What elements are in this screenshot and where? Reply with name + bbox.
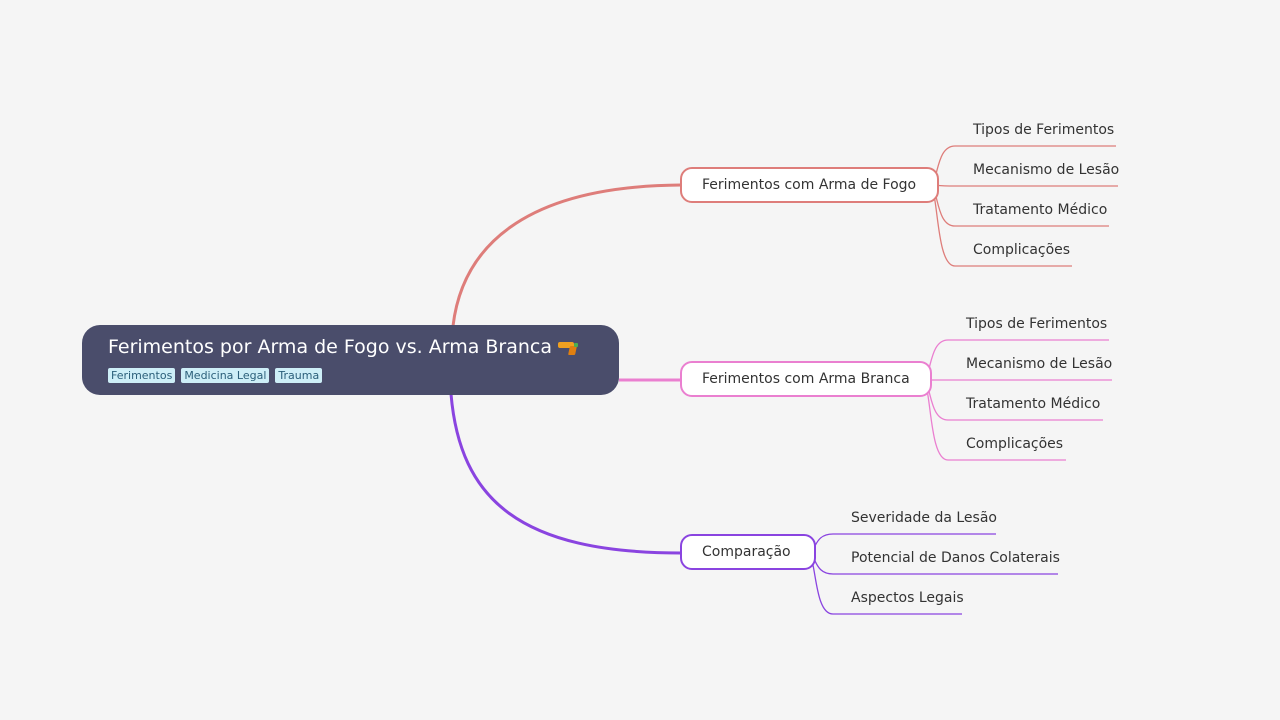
root-title-row: Ferimentos por Arma de Fogo vs. Arma Bra… [108, 334, 619, 360]
leaf-branca-complicacoes[interactable]: Complicações [966, 436, 1064, 452]
branch-comparacao[interactable]: Comparação [680, 534, 816, 570]
tag-medicina-legal[interactable]: Medicina Legal [181, 368, 270, 383]
leaf-fogo-tratamento[interactable]: Tratamento Médico [973, 202, 1108, 218]
leaf-fogo-tipos[interactable]: Tipos de Ferimentos [973, 122, 1115, 138]
leaf-comparacao-legais[interactable]: Aspectos Legais [851, 590, 964, 606]
main-connector-0 [451, 183, 682, 327]
branch-arma-branca[interactable]: Ferimentos com Arma Branca [680, 361, 932, 397]
main-connector-2 [449, 393, 682, 555]
sub-connector-0-1 [928, 184, 1118, 187]
water-pistol-icon [558, 339, 582, 355]
root-tags: Ferimentos Medicina Legal Trauma [108, 368, 619, 383]
root-title: Ferimentos por Arma de Fogo vs. Arma Bra… [108, 336, 553, 358]
leaf-fogo-complicacoes[interactable]: Complicações [973, 242, 1071, 258]
root-topic[interactable]: Ferimentos por Arma de Fogo vs. Arma Bra… [82, 325, 619, 395]
leaf-branca-tratamento[interactable]: Tratamento Médico [966, 396, 1101, 412]
tag-trauma[interactable]: Trauma [275, 368, 323, 383]
leaf-branca-tipos[interactable]: Tipos de Ferimentos [966, 316, 1108, 332]
branch-arma-de-fogo[interactable]: Ferimentos com Arma de Fogo [680, 167, 939, 203]
leaf-branca-mecanismo[interactable]: Mecanismo de Lesão [966, 356, 1113, 372]
leaf-comparacao-danos[interactable]: Potencial de Danos Colaterais [851, 550, 1060, 566]
leaf-fogo-mecanismo[interactable]: Mecanismo de Lesão [973, 162, 1120, 178]
leaf-comparacao-severidade[interactable]: Severidade da Lesão [851, 510, 997, 526]
tag-ferimentos[interactable]: Ferimentos [108, 368, 176, 383]
